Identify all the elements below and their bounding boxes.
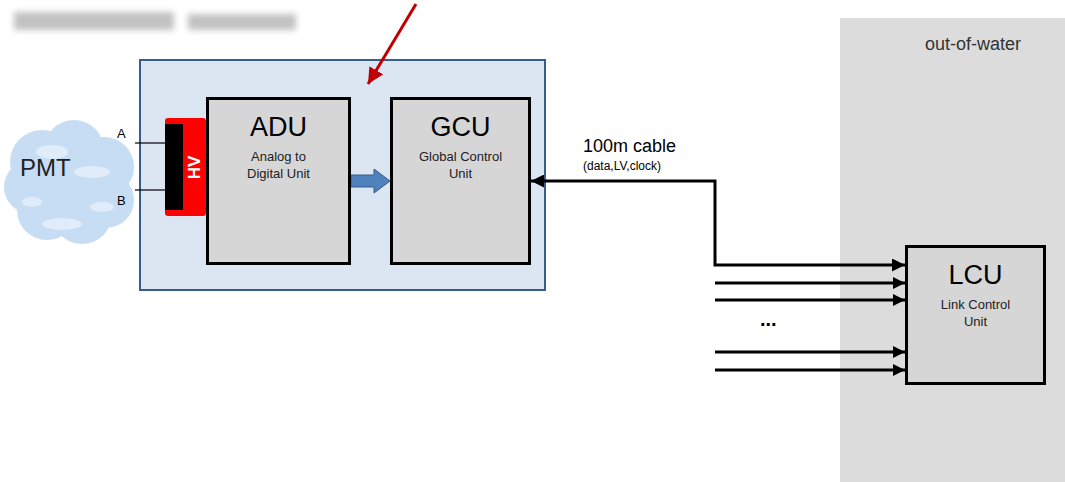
cloud-highlight — [42, 218, 82, 230]
label-anchor: ... — [760, 308, 777, 331]
unit-name: GCU — [431, 112, 491, 143]
cable-label: 100m cable — [583, 136, 676, 157]
cloud-highlight — [22, 197, 42, 207]
cloud-highlight — [90, 202, 114, 212]
cloud-shape — [4, 120, 134, 244]
label-anchor: A — [117, 126, 126, 141]
pmt-cloud: PMT — [2, 112, 135, 248]
pointer-arrow — [368, 4, 416, 84]
hv-connector: HV — [165, 118, 206, 216]
unit-name: ADU — [250, 112, 307, 143]
connector-line — [135, 142, 165, 143]
region-label: out-of-water — [925, 34, 1021, 55]
blurred-heading — [14, 12, 174, 30]
process-box: LCU Link Control Unit — [905, 245, 1046, 385]
connector-line — [135, 189, 165, 190]
connector-line — [531, 181, 905, 265]
node-label: PMT — [20, 154, 71, 182]
cable-line — [715, 282, 905, 285]
signal-name: A — [117, 126, 126, 141]
cable-note: (data,LV,clock) — [583, 159, 661, 173]
process-box: ADU Analog to Digital Unit — [206, 97, 351, 265]
unit-name: LCU — [948, 260, 1002, 291]
cable-line — [715, 351, 905, 354]
blurred-heading — [188, 14, 296, 30]
block-arrow — [351, 169, 390, 193]
cable-line — [715, 369, 905, 372]
label-anchor: B — [117, 193, 126, 208]
ellipsis: ... — [760, 308, 777, 331]
unit-description: Link Control Unit — [931, 297, 1021, 331]
region-band: out-of-waterLCU Link Control Unit — [840, 18, 1065, 482]
label-anchor: 100m cable — [583, 136, 676, 157]
node-label: HV — [186, 155, 203, 179]
unit-description: Analog to Digital Unit — [234, 149, 324, 183]
unit-description: Global Control Unit — [416, 149, 506, 183]
label-anchor: (data,LV,clock) — [583, 159, 661, 173]
signal-name: B — [117, 193, 126, 208]
process-box: GCU Global Control Unit — [390, 97, 531, 265]
housing-panel — [140, 60, 545, 290]
cable-line — [715, 299, 905, 302]
cloud-highlight — [74, 166, 110, 178]
